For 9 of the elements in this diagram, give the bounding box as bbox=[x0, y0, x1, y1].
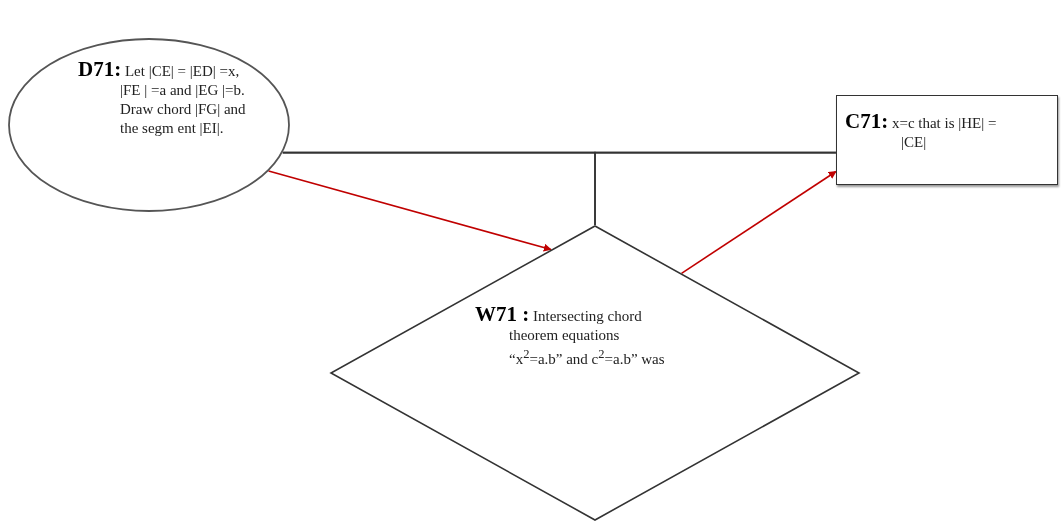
ellipse-node bbox=[8, 38, 290, 212]
node-text: D71: Let |CE| = |ED| =x, |FE | =a and |EG |=b. Draw chord |FG| and the segm ent |EI|. bbox=[78, 60, 247, 138]
process-box bbox=[836, 95, 1058, 185]
decision-diamond bbox=[330, 225, 860, 521]
node-text: W71 : Intersecting chord theorem equations “x$^{2}$=a.b” and c$^{2}$=a.b” was bbox=[475, 305, 666, 369]
node-text: C71: x=c that is |HE| = |CE| bbox=[845, 112, 998, 152]
connector-line bbox=[594, 151, 837, 226]
arrow bbox=[267, 170, 552, 252]
arrow bbox=[680, 170, 837, 275]
